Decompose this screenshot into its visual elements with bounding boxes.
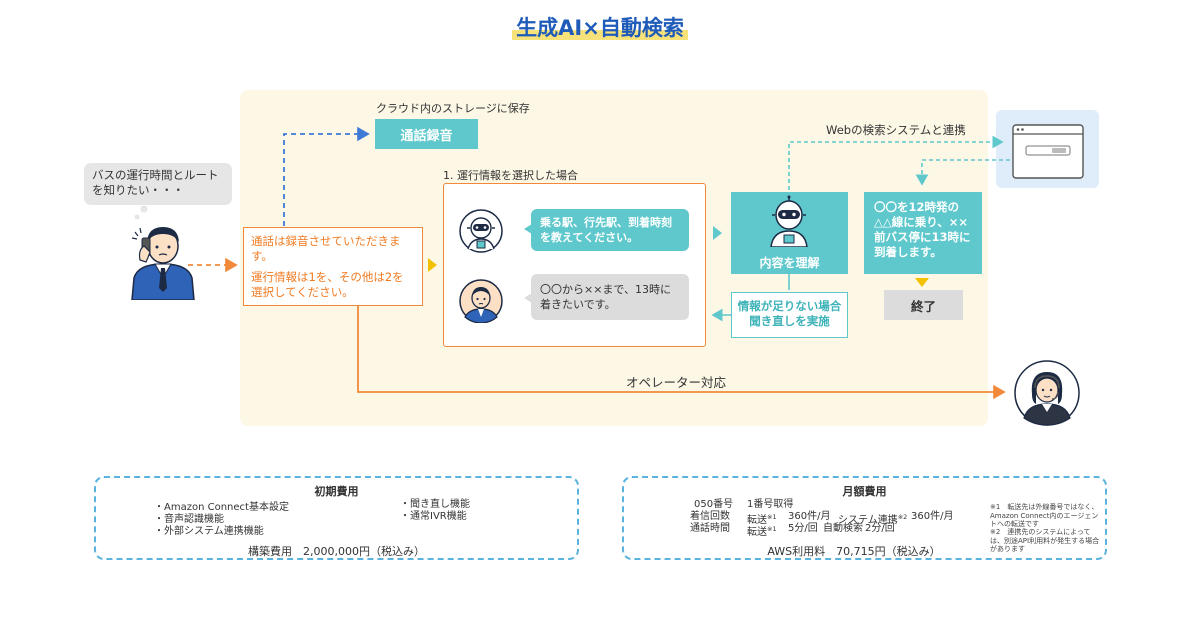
- monthly-row-time-label: 通話時間: [690, 523, 730, 534]
- robot-icon: [770, 195, 808, 247]
- initial-cost-total: 構築費用 2,000,000円（税込み）: [248, 545, 425, 558]
- customer-bubble-tail: [524, 293, 532, 303]
- monthly-row-calls-system-value: 360件/月: [911, 511, 954, 522]
- monthly-row-time-transfer-value: 5分/回: [788, 523, 818, 534]
- recording-box: 通話録音: [375, 119, 478, 149]
- monthly-row-calls-label: 着信回数: [690, 511, 730, 522]
- monthly-row-calls-system: システム連携※2: [838, 513, 908, 526]
- monthly-row-calls-transfer: 転送※1: [747, 513, 777, 526]
- end-box: 終了: [884, 290, 963, 320]
- arrow-case-to-understand: [713, 226, 722, 240]
- initial-cost-title: 初期費用: [314, 485, 359, 498]
- monthly-cost-total: AWS利用料 70,715円（税込み）: [767, 545, 941, 558]
- monthly-row-number-label: 050番号: [694, 499, 734, 510]
- initial-item: ・聞き直し機能: [400, 499, 470, 510]
- browser-window-icon: [1012, 124, 1084, 179]
- ai-bubble-tail: [524, 224, 532, 234]
- guidance-message-box: 通話は録音させていただきます。 運行情報は1を、その他は2を選択してください。: [243, 227, 423, 306]
- monthly-cost-title: 月額費用: [842, 485, 887, 498]
- monthly-row-calls-transfer-value: 360件/月: [788, 511, 831, 522]
- initial-item: ・Amazon Connect基本設定: [154, 502, 289, 513]
- initial-items-left: ・Amazon Connect基本設定 ・音声認識機能 ・外部システム連携機能: [154, 502, 289, 538]
- initial-items-right: ・聞き直し機能 ・通常IVR機能: [400, 499, 470, 523]
- understand-label: 内容を理解: [759, 256, 820, 270]
- monthly-row-time-transfer: 転送※1: [747, 525, 777, 538]
- arrow-result-to-end: [915, 278, 929, 287]
- customer-answer-bubble: 〇〇から××まで、13時に着きたいです。: [531, 274, 689, 320]
- monthly-row-time-search-value: 2分/回: [865, 523, 895, 534]
- operator-label: オペレーター対応: [626, 375, 727, 390]
- monthly-note-2: ※2 連携先のシステムによっては、別途API利用料が発生する場合があります: [990, 528, 1100, 553]
- initial-cost-panel: 初期費用 ・Amazon Connect基本設定 ・音声認識機能 ・外部システム…: [94, 476, 579, 560]
- robot-avatar-icon: [459, 209, 503, 253]
- case-label: 1. 運行情報を選択した場合: [443, 169, 578, 182]
- initial-item: ・通常IVR機能: [400, 511, 467, 522]
- monthly-row-number-value: 1番号取得: [747, 499, 794, 510]
- thought-dots-icon: [134, 205, 148, 220]
- arrow-to-recording: [283, 126, 370, 226]
- monthly-note-1: ※1 転送先は外線番号ではなく、Amazon Connect内のエージェントへの…: [990, 503, 1099, 528]
- monthly-cost-panel: 月額費用 050番号 1番号取得 着信回数 転送※1 360件/月 システム連携…: [622, 476, 1107, 560]
- guidance-line-2: 運行情報は1を、その他は2を選択してください。: [251, 270, 404, 299]
- ai-question-bubble: 乗る駅、行先駅、到着時刻を教えてください。: [531, 209, 689, 251]
- initial-item: ・音声認識機能: [154, 514, 224, 525]
- monthly-row-time-search: 自動検索: [823, 523, 863, 534]
- storage-label: クラウド内のストレージに保存: [376, 102, 530, 115]
- initial-item: ・外部システム連携機能: [154, 526, 264, 537]
- search-result-box: 〇〇を12時発の△△線に乗り、××前バス停に13時に到着します。: [864, 192, 982, 274]
- customer-avatar-icon: [459, 279, 503, 323]
- customer-speech-bubble: バスの運行時間とルートを知りたい・・・: [84, 163, 232, 205]
- reask-box: 情報が足りない場合聞き直しを実施: [731, 292, 848, 338]
- arrow-to-operator: [357, 306, 1006, 400]
- web-search-label: Webの検索システムと連携: [826, 123, 966, 137]
- operator-icon: [1014, 360, 1080, 426]
- arrow-web-to-result: [915, 159, 1010, 186]
- guidance-line-1: 通話は録音させていただきます。: [251, 234, 401, 263]
- customer-phone-icon: [131, 227, 195, 300]
- page-title: 生成AI×自動検索: [0, 14, 1200, 42]
- arrow-understand-to-web: [788, 135, 1004, 190]
- arrow-guidance-to-case: [428, 258, 437, 272]
